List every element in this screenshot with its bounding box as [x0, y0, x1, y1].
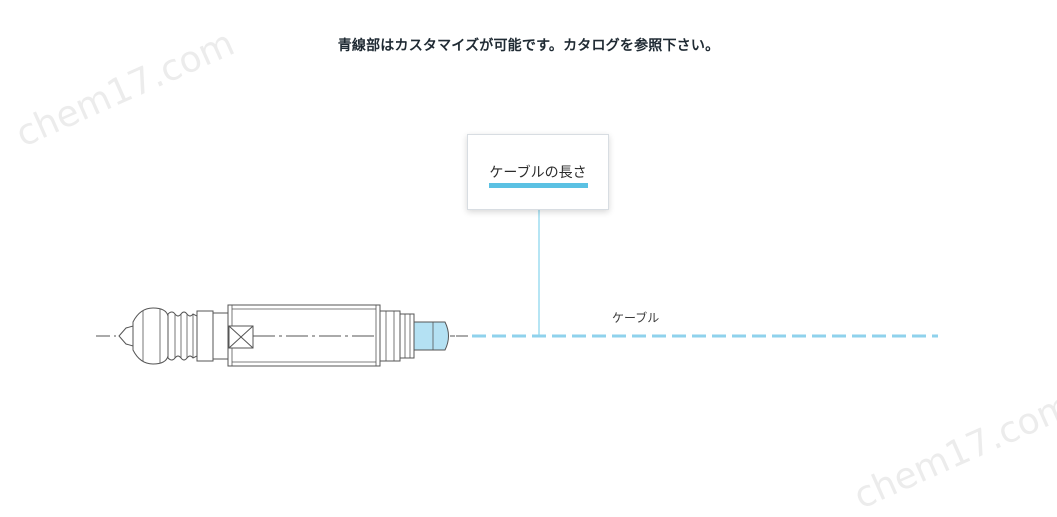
front-flange	[212, 312, 230, 360]
header-text: 青線部はカスタマイズが可能です。カタログを参照下さい。	[337, 38, 720, 54]
rear-nut	[379, 310, 401, 362]
rear-gland	[399, 313, 415, 359]
callout-highlight-bar	[489, 183, 588, 188]
sensor-diagram	[96, 188, 938, 367]
callout-label: ケーブルの長さ	[489, 165, 587, 181]
cable-length-callout: ケーブルの長さ	[467, 134, 609, 210]
probe-head	[132, 307, 169, 365]
front-collar	[196, 310, 214, 362]
probe-tip	[118, 325, 134, 347]
cable-stub	[413, 321, 449, 351]
cable-label: ケーブル	[612, 311, 660, 325]
